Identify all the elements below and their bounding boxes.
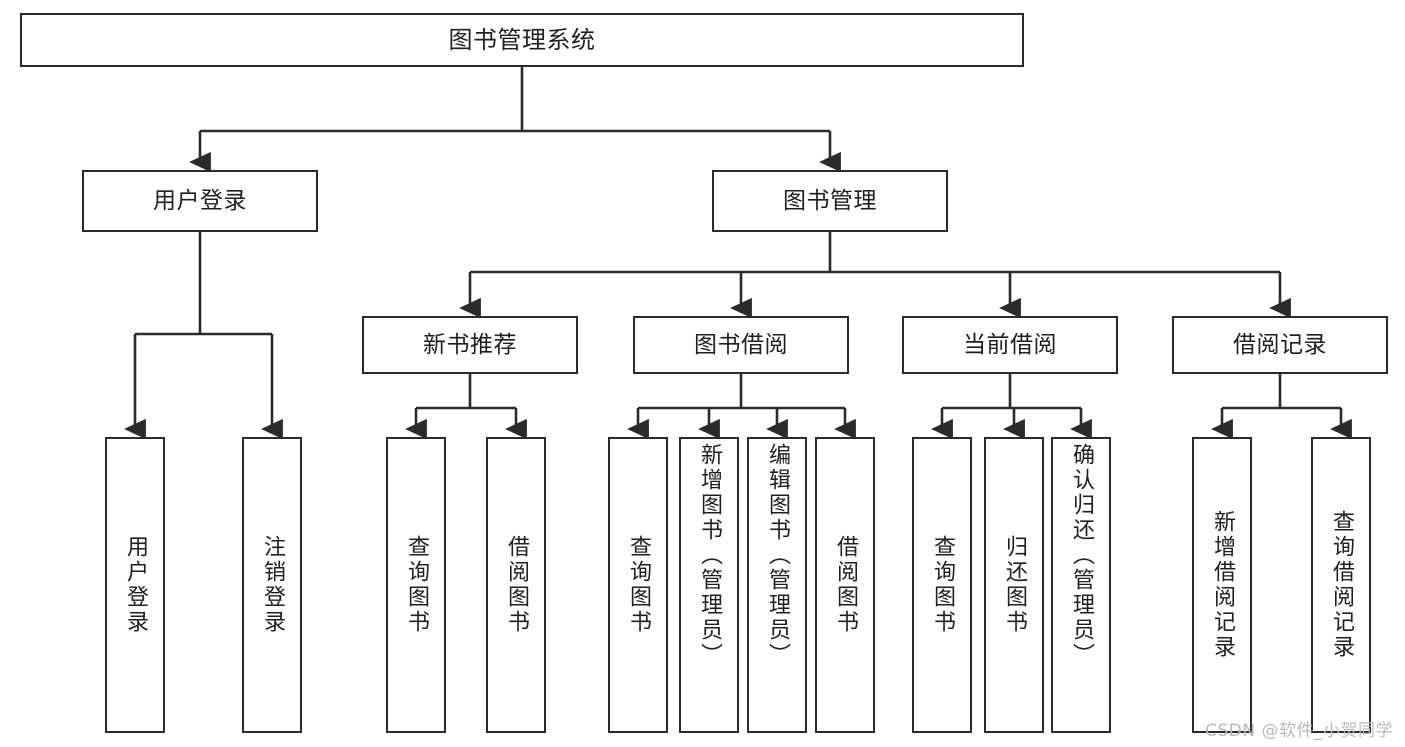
node-leaf-label: 确认归还（管理员） — [1069, 443, 1094, 668]
node-leaf-query-books-current[interactable]: 查询图书 — [912, 437, 972, 733]
node-leaf-user-login[interactable]: 用户登录 — [105, 437, 165, 733]
node-leaf-return-books[interactable]: 归还图书 — [984, 437, 1044, 733]
node-leaf-edit-book-admin[interactable]: 编辑图书（管理员） — [747, 437, 807, 733]
node-borrowing-record-label: 借阅记录 — [1233, 331, 1327, 358]
node-book-borrowing-label: 图书借阅 — [694, 331, 788, 358]
node-leaf-query-books-borrow[interactable]: 查询图书 — [608, 437, 668, 733]
node-leaf-query-borrow-record[interactable]: 查询借阅记录 — [1311, 437, 1371, 733]
node-book-borrowing[interactable]: 图书借阅 — [633, 316, 849, 374]
node-leaf-logout-login[interactable]: 注销登录 — [242, 437, 302, 733]
node-current-borrowing-label: 当前借阅 — [963, 331, 1057, 358]
csdn-watermark: CSDN @软件_小贺同学 — [1205, 721, 1393, 741]
node-leaf-confirm-return-admin[interactable]: 确认归还（管理员） — [1051, 437, 1111, 733]
node-leaf-borrow-books[interactable]: 借阅图书 — [815, 437, 875, 733]
node-new-book-recommendation[interactable]: 新书推荐 — [362, 316, 578, 374]
node-user-login-label: 用户登录 — [153, 187, 247, 214]
node-leaf-label: 注销登录 — [260, 535, 285, 635]
node-book-management-label: 图书管理 — [783, 187, 877, 214]
node-leaf-label: 归还图书 — [1002, 535, 1027, 635]
node-root-book-management-system[interactable]: 图书管理系统 — [20, 13, 1024, 67]
node-leaf-borrow-books-new[interactable]: 借阅图书 — [486, 437, 546, 733]
node-user-login[interactable]: 用户登录 — [82, 170, 318, 232]
node-leaf-label: 借阅图书 — [504, 535, 529, 635]
node-leaf-label: 查询图书 — [404, 535, 429, 635]
node-leaf-label: 新增借阅记录 — [1210, 510, 1235, 660]
node-leaf-label: 查询借阅记录 — [1329, 510, 1354, 660]
node-book-management[interactable]: 图书管理 — [712, 170, 948, 232]
node-leaf-label: 查询图书 — [626, 535, 651, 635]
node-leaf-label: 编辑图书（管理员） — [765, 443, 790, 668]
node-current-borrowing[interactable]: 当前借阅 — [902, 316, 1118, 374]
node-new-book-recommendation-label: 新书推荐 — [423, 331, 517, 358]
node-leaf-label: 查询图书 — [930, 535, 955, 635]
node-leaf-add-book-admin[interactable]: 新增图书（管理员） — [679, 437, 739, 733]
node-leaf-label: 用户登录 — [123, 535, 148, 635]
node-root-label: 图书管理系统 — [448, 26, 596, 54]
node-leaf-label: 借阅图书 — [833, 535, 858, 635]
node-leaf-label: 新增图书（管理员） — [697, 443, 722, 668]
node-borrowing-record[interactable]: 借阅记录 — [1172, 316, 1388, 374]
node-leaf-add-borrow-record[interactable]: 新增借阅记录 — [1192, 437, 1252, 733]
node-leaf-query-books-new[interactable]: 查询图书 — [386, 437, 446, 733]
